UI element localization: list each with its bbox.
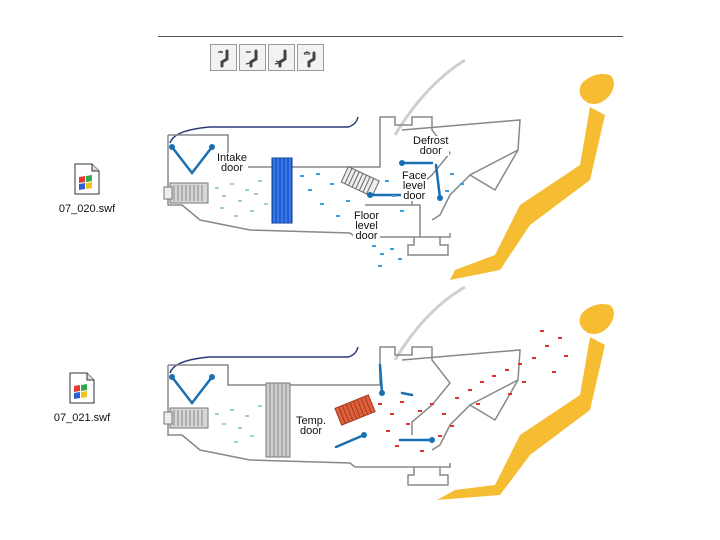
windshield <box>393 285 466 361</box>
blower-unit <box>163 407 209 429</box>
mode-selector <box>210 44 324 71</box>
swf-file-icon <box>69 372 95 404</box>
occupant-body <box>450 107 605 280</box>
occupant-body <box>437 337 605 500</box>
occupant-head <box>579 304 614 334</box>
file-item-07-021[interactable]: 07_021.swf <box>40 372 124 424</box>
bi-level-mode-icon <box>245 49 257 67</box>
floor-outlet <box>407 467 449 486</box>
evaporator-fins <box>273 158 291 223</box>
door-pivots <box>169 144 443 201</box>
hvac-cooling-illustration <box>163 58 614 280</box>
file-item-07-020[interactable]: 07_020.swf <box>45 163 129 215</box>
face-vent-mode-icon <box>217 49 228 67</box>
occupant-head <box>579 74 614 104</box>
cool-airflow <box>215 405 262 443</box>
defrost-door-label: Defrost door <box>412 135 450 157</box>
floor-level-door-label: Floor level door <box>353 210 381 242</box>
hvac-heating-illustration <box>163 285 614 500</box>
blue-airflow <box>300 173 464 267</box>
face-level-door-label: Face level door <box>401 170 428 202</box>
cool-airflow <box>215 180 268 217</box>
mode-button-face[interactable] <box>210 44 237 71</box>
floor-outlet <box>407 237 449 256</box>
temp-door-label: Temp. door <box>295 415 327 437</box>
heater-core <box>340 165 380 198</box>
warm-airflow <box>378 330 568 452</box>
defrost-floor-mode-icon <box>302 50 315 67</box>
intake-door-label: Intake door <box>216 152 248 174</box>
door-pivots <box>169 374 435 443</box>
air-doors <box>170 145 442 200</box>
windshield <box>393 58 466 136</box>
evaporator-fins <box>269 383 287 457</box>
top-divider <box>158 36 623 37</box>
swf-file-icon <box>74 163 100 195</box>
mode-button-bi-level[interactable] <box>239 44 266 71</box>
file-name: 07_020.swf <box>58 203 116 215</box>
hvac-diagram-heating: Temp. door <box>150 285 630 535</box>
mode-button-floor[interactable] <box>268 44 295 71</box>
mode-button-defrost[interactable] <box>297 44 324 71</box>
blower-unit <box>163 182 209 204</box>
floor-mode-icon <box>274 49 286 67</box>
dashboard-outline <box>169 346 359 374</box>
dashboard-outline <box>169 116 359 144</box>
file-name: 07_021.swf <box>53 412 111 424</box>
hvac-diagram-cooling: Intake door Defrost door Face level door… <box>150 55 630 305</box>
heater-core <box>334 394 376 426</box>
air-doors <box>170 363 434 449</box>
